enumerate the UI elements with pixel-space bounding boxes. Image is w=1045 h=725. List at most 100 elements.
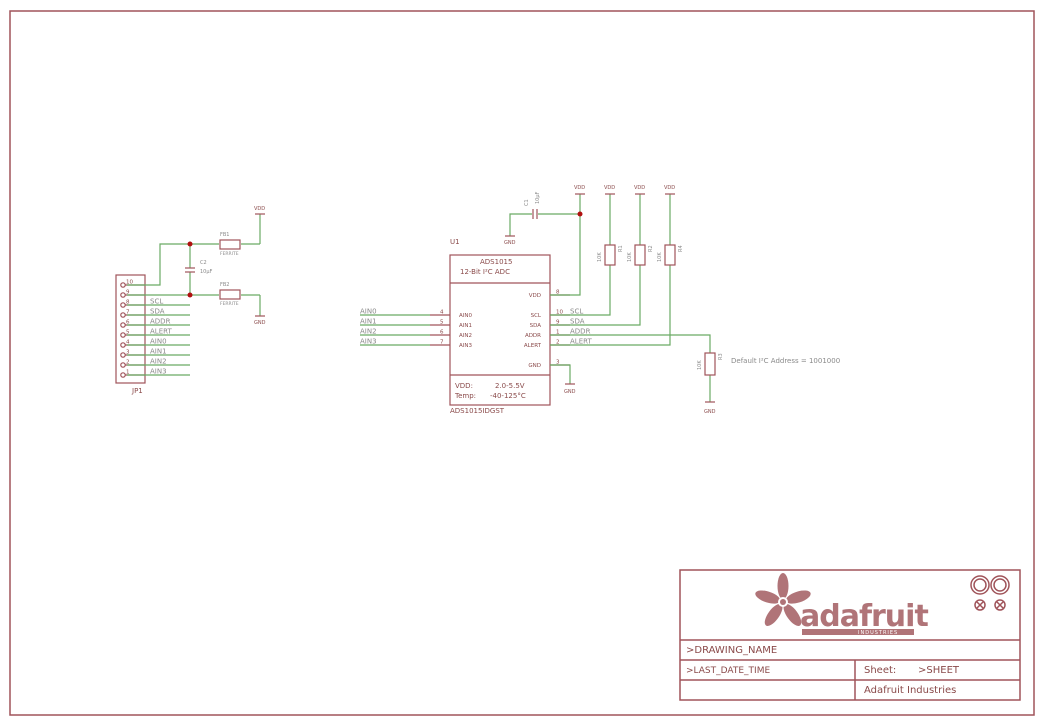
u1-spec-temp-value: -40-125°C bbox=[490, 392, 526, 400]
jp1-pin[interactable]: 8 bbox=[120, 300, 145, 308]
last-date-time: >LAST_DATE_TIME bbox=[686, 666, 770, 676]
sheet-value: >SHEET bbox=[918, 665, 960, 676]
fb2-ferrite[interactable]: FB2 FERRITE bbox=[219, 282, 241, 307]
svg-text:GND: GND bbox=[254, 320, 266, 326]
svg-text:SCL: SCL bbox=[570, 308, 583, 316]
r2-resistor[interactable]: 10K R2 bbox=[627, 244, 654, 266]
vdd-symbol: VDD bbox=[254, 206, 265, 215]
r4-resistor[interactable]: 10K R4 bbox=[657, 244, 684, 266]
net-label: ADDR bbox=[150, 318, 171, 326]
svg-text:10µF: 10µF bbox=[200, 269, 213, 275]
svg-text:AIN1: AIN1 bbox=[459, 323, 472, 329]
svg-text:C2: C2 bbox=[200, 260, 207, 266]
u1-description: 12-Bit I²C ADC bbox=[460, 268, 510, 276]
svg-text:FERRITE: FERRITE bbox=[220, 301, 239, 307]
jp1-pin[interactable]: 3 bbox=[120, 350, 145, 358]
svg-text:GND: GND bbox=[528, 363, 541, 369]
jp1-pin-number: 10 bbox=[126, 280, 133, 286]
svg-text:R1: R1 bbox=[618, 245, 624, 252]
r3-resistor[interactable]: 10K R3 bbox=[697, 352, 724, 376]
svg-text:GND: GND bbox=[564, 389, 576, 395]
svg-text:9: 9 bbox=[556, 320, 560, 326]
c2-capacitor[interactable]: C2 10µF bbox=[185, 260, 213, 275]
u1-spec-vdd-value: 2.0-5.5V bbox=[495, 382, 525, 390]
svg-text:VDD: VDD bbox=[664, 185, 675, 191]
svg-text:1: 1 bbox=[556, 330, 560, 336]
sheet-label: Sheet: bbox=[864, 665, 896, 676]
svg-text:GND: GND bbox=[704, 409, 716, 415]
net-label: SCL bbox=[150, 298, 163, 306]
gnd-symbol: GND bbox=[564, 383, 576, 395]
jp1-pin[interactable]: 4 bbox=[120, 340, 145, 348]
svg-text:VDD: VDD bbox=[604, 185, 615, 191]
svg-text:SDA: SDA bbox=[570, 318, 585, 326]
svg-text:VDD: VDD bbox=[529, 293, 541, 299]
svg-text:5: 5 bbox=[440, 320, 444, 326]
jp1-pin-number: 6 bbox=[126, 320, 130, 326]
svg-text:AIN3: AIN3 bbox=[360, 338, 377, 346]
svg-text:SDA: SDA bbox=[530, 323, 542, 329]
svg-text:ALERT: ALERT bbox=[570, 338, 592, 346]
jp1-pin-number: 5 bbox=[126, 330, 130, 336]
jp1-pin-number: 1 bbox=[126, 370, 130, 376]
u1-wiring bbox=[509, 194, 711, 402]
fb1-ferrite[interactable]: FB1 FERRITE bbox=[219, 232, 241, 257]
svg-text:ADDR: ADDR bbox=[570, 328, 591, 336]
vdd-symbol: VDD bbox=[574, 185, 585, 195]
jp1-pin[interactable]: 2 bbox=[120, 360, 145, 368]
jp1-pin-number: 9 bbox=[126, 290, 130, 296]
svg-text:AIN0: AIN0 bbox=[360, 308, 377, 316]
c1-capacitor[interactable]: C1 10µF bbox=[524, 191, 541, 219]
adafruit-flower-icon bbox=[755, 573, 811, 626]
svg-text:AIN1: AIN1 bbox=[360, 318, 377, 326]
jp1-ref: JP1 bbox=[131, 387, 143, 395]
svg-text:4: 4 bbox=[440, 310, 444, 316]
jp1-pin-number: 2 bbox=[126, 360, 130, 366]
svg-text:10K: 10K bbox=[657, 252, 663, 262]
mounting-hole-icon bbox=[970, 575, 1010, 611]
svg-text:VDD: VDD bbox=[634, 185, 645, 191]
jp1-pin[interactable]: 5 bbox=[120, 330, 145, 338]
jp1-pin[interactable]: 1 bbox=[120, 370, 145, 378]
svg-text:SCL: SCL bbox=[531, 313, 542, 319]
svg-text:8: 8 bbox=[556, 290, 560, 296]
u1-package: ADS1015IDGST bbox=[450, 407, 505, 415]
jp1-pin[interactable]: 10 bbox=[120, 280, 145, 288]
svg-text:FB2: FB2 bbox=[220, 282, 230, 288]
svg-text:3: 3 bbox=[556, 360, 560, 366]
r1-resistor[interactable]: 10K R1 bbox=[597, 244, 624, 266]
company-name: Adafruit Industries bbox=[864, 685, 956, 696]
u1-ads1015[interactable]: U1 ADS1015 12-Bit I²C ADC VDD: 2.0-5.5V … bbox=[360, 238, 592, 415]
svg-text:GND: GND bbox=[504, 240, 516, 246]
jp1-pin-number: 8 bbox=[126, 300, 130, 306]
u1-ref: U1 bbox=[450, 238, 460, 246]
svg-text:VDD: VDD bbox=[254, 206, 265, 212]
svg-text:10K: 10K bbox=[627, 252, 633, 262]
jp1-pin[interactable]: 7 bbox=[120, 310, 145, 318]
net-label: AIN0 bbox=[150, 338, 167, 346]
svg-text:VDD: VDD bbox=[574, 185, 585, 191]
jp1-pin[interactable]: 6 bbox=[120, 320, 145, 328]
jp1-pin[interactable]: 9 bbox=[120, 290, 145, 298]
svg-text:7: 7 bbox=[440, 340, 444, 346]
junction-dot bbox=[187, 292, 193, 298]
svg-text:AIN3: AIN3 bbox=[459, 343, 472, 349]
u1-name: ADS1015 bbox=[480, 258, 512, 266]
svg-text:10µF: 10µF bbox=[535, 191, 541, 204]
net-label: ALERT bbox=[150, 328, 172, 336]
svg-text:6: 6 bbox=[440, 330, 444, 336]
svg-text:FB1: FB1 bbox=[220, 232, 230, 238]
drawing-name: >DRAWING_NAME bbox=[686, 645, 777, 656]
svg-text:ADDR: ADDR bbox=[525, 333, 541, 339]
title-block: adafruit INDUSTRIES >DRAWING_NAME >LAST_… bbox=[679, 569, 1021, 701]
svg-text:10K: 10K bbox=[597, 252, 603, 262]
brand-logo-text: adafruit bbox=[800, 599, 928, 634]
